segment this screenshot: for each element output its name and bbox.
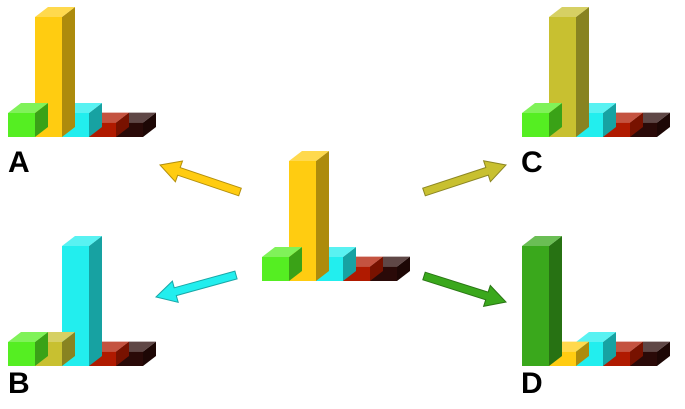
bar-top-face bbox=[522, 236, 562, 246]
panel-label-d: D bbox=[521, 367, 543, 400]
bar-side-face bbox=[603, 103, 616, 137]
panel-label-a: A bbox=[8, 146, 30, 179]
bar-front-face bbox=[522, 246, 549, 366]
bar-green bbox=[8, 103, 48, 137]
bar-side-face bbox=[370, 256, 383, 281]
bar-top-face bbox=[549, 7, 589, 17]
bar-side-face bbox=[89, 236, 102, 366]
arrows-layer bbox=[154, 160, 507, 308]
bar-side-face bbox=[343, 247, 356, 281]
panel-label-c: C bbox=[521, 146, 543, 179]
bar-top-face bbox=[262, 247, 302, 257]
bar-side-face bbox=[549, 103, 562, 137]
panel-label-b: B bbox=[8, 367, 30, 400]
bar-top-face bbox=[289, 151, 329, 161]
bar-side-face bbox=[657, 112, 670, 137]
bar-top-face bbox=[35, 7, 75, 17]
bar-dark_green bbox=[522, 236, 562, 366]
charts-layer bbox=[8, 7, 670, 366]
bar-green bbox=[262, 247, 302, 281]
bar-chart-d bbox=[522, 236, 670, 366]
bar-green bbox=[8, 332, 48, 366]
bar-side-face bbox=[62, 332, 75, 366]
bar-side-face bbox=[116, 341, 129, 366]
bar-green bbox=[522, 103, 562, 137]
bar-side-face bbox=[89, 103, 102, 137]
bar-top-face bbox=[8, 332, 48, 342]
bar-side-face bbox=[630, 341, 643, 366]
bar-cyan bbox=[62, 236, 102, 366]
bar-chart-b bbox=[8, 236, 156, 366]
bar-side-face bbox=[143, 341, 156, 366]
arrow-to-d bbox=[422, 271, 507, 308]
bar-side-face bbox=[143, 112, 156, 137]
bar-top-face bbox=[8, 103, 48, 113]
bar-side-face bbox=[576, 7, 589, 137]
bar-side-face bbox=[603, 332, 616, 366]
arrow-to-a bbox=[159, 160, 242, 197]
bar-side-face bbox=[62, 7, 75, 137]
bar-side-face bbox=[630, 112, 643, 137]
bar-chart-a bbox=[8, 7, 156, 137]
bar-side-face bbox=[397, 256, 410, 281]
arrow-to-c bbox=[422, 160, 507, 197]
bar-top-face bbox=[62, 236, 102, 246]
bar-side-face bbox=[116, 112, 129, 137]
bar-side-face bbox=[576, 341, 589, 366]
bar-front-face bbox=[8, 342, 35, 366]
bar-chart-c bbox=[522, 7, 670, 137]
bar-side-face bbox=[549, 236, 562, 366]
bar-side-face bbox=[657, 341, 670, 366]
arrow-to-b bbox=[154, 270, 238, 303]
bar-top-face bbox=[522, 103, 562, 113]
bar-side-face bbox=[35, 103, 48, 137]
bar-side-face bbox=[316, 151, 329, 281]
bar-front-face bbox=[8, 113, 35, 137]
bar-front-face bbox=[262, 257, 289, 281]
bar-front-face bbox=[522, 113, 549, 137]
bar-side-face bbox=[35, 332, 48, 366]
bar-chart-center bbox=[262, 151, 410, 281]
bar-side-face bbox=[289, 247, 302, 281]
bar-top-face bbox=[576, 332, 616, 342]
